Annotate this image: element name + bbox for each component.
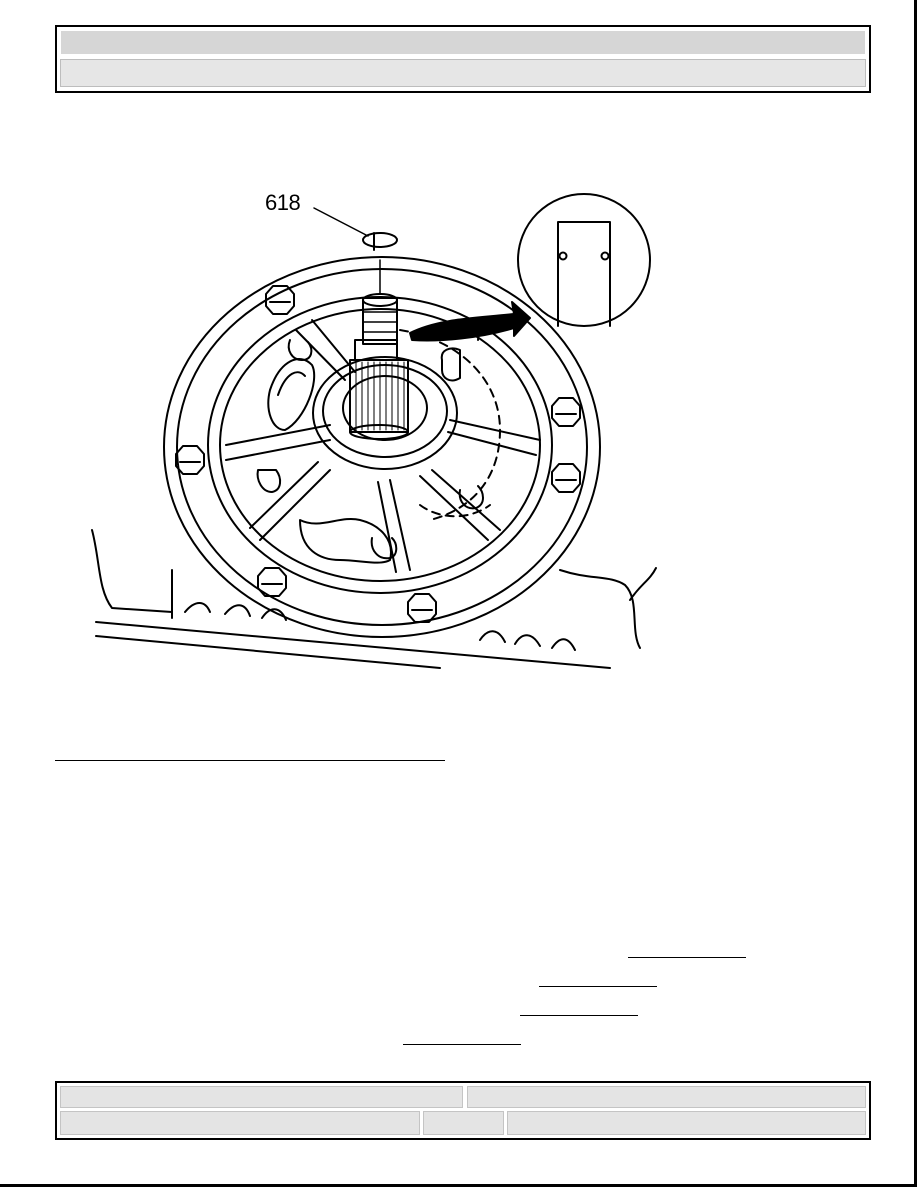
footer-cell-5 <box>507 1111 866 1135</box>
footer-cell-2 <box>467 1086 866 1108</box>
link-item-3[interactable] <box>520 1015 638 1016</box>
pump-assembly-illustration: 618 <box>91 190 657 669</box>
pump-hub <box>312 356 458 470</box>
header-table <box>55 25 871 93</box>
pump-flange <box>163 256 601 638</box>
section-divider <box>55 760 445 761</box>
case-housing <box>91 529 657 669</box>
detail-magnifier <box>517 193 651 327</box>
link-item-2[interactable] <box>539 986 657 987</box>
link-item-1[interactable] <box>628 957 746 958</box>
footer-table <box>55 1081 871 1140</box>
link-item-4[interactable] <box>403 1044 521 1045</box>
header-subtitle-cell <box>60 59 866 87</box>
flange-bolts <box>175 285 581 623</box>
callout-number-618: 618 <box>265 190 301 215</box>
pump-body-ribs <box>225 318 541 573</box>
footer-cell-4 <box>423 1111 504 1135</box>
footer-cell-1 <box>60 1086 463 1108</box>
header-title-cell <box>60 30 866 55</box>
footer-cell-3 <box>60 1111 420 1135</box>
stator-shaft <box>349 259 409 440</box>
detail-arrow <box>409 301 531 342</box>
seal-ring-618 <box>313 207 398 251</box>
